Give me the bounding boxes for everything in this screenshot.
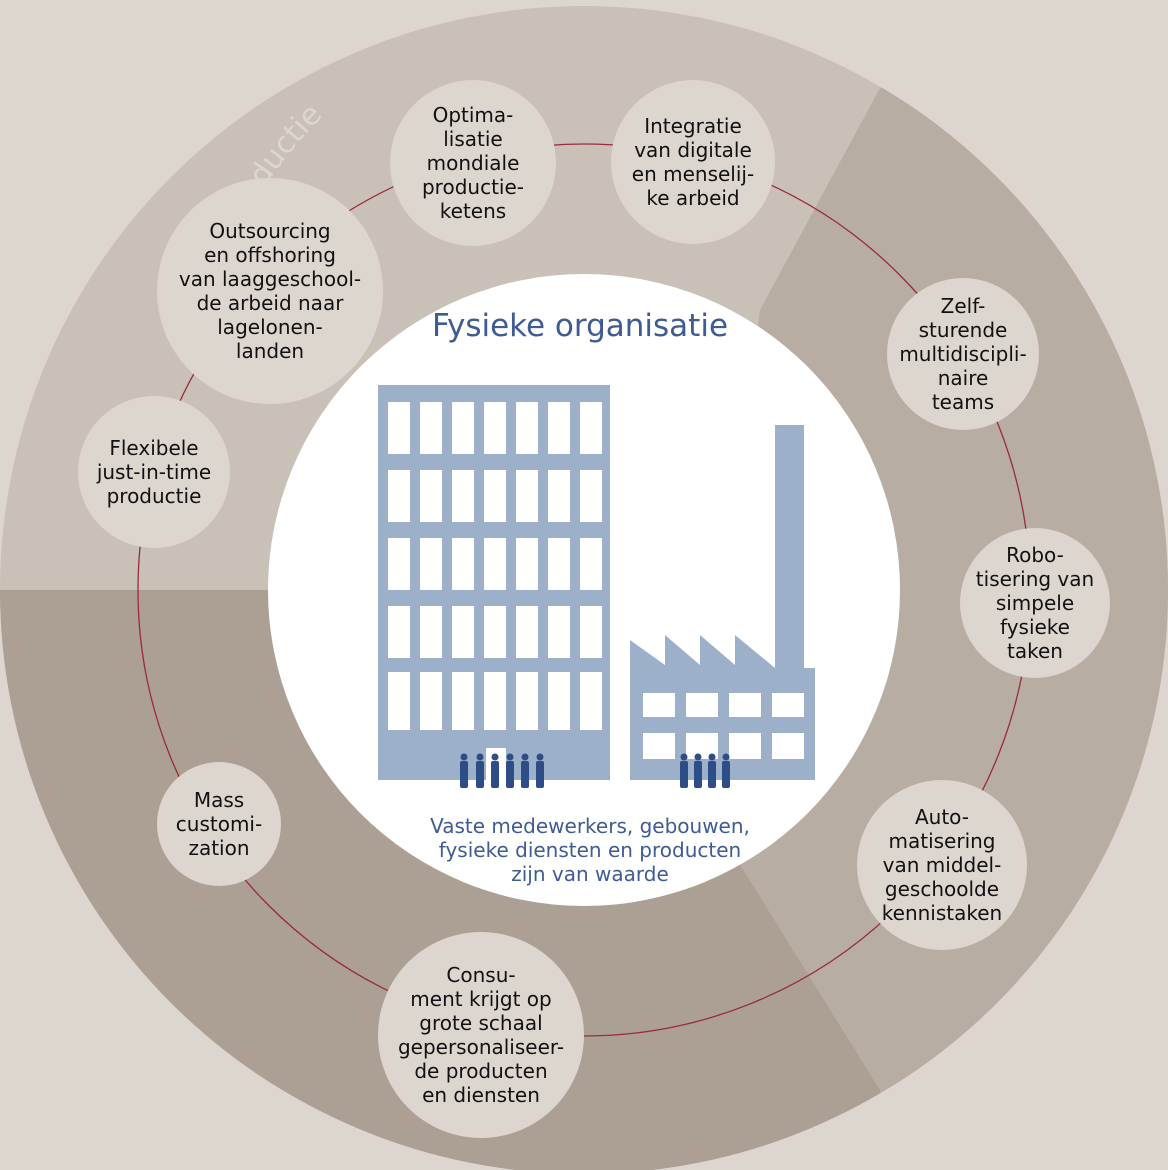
office-window xyxy=(452,402,474,454)
office-window xyxy=(452,672,474,730)
node-label: Consu- ment krijgt op grote schaal geper… xyxy=(397,963,565,1107)
node-just-in-time-production: Flexibele just-in-time productie xyxy=(78,396,230,548)
office-window xyxy=(548,672,570,730)
node-digital-human-integration: Integratie van digitale en menselij- ke … xyxy=(611,80,775,244)
person-figure xyxy=(536,753,544,788)
node-mass-customization: Mass customi- zation xyxy=(157,762,281,886)
office-window xyxy=(580,402,602,454)
center-title: Fysieke organisatie xyxy=(431,308,729,344)
node-label: Integratie van digitale en menselij- ke … xyxy=(631,114,755,210)
node-automation-knowledge-tasks: Auto- matisering van middel- geschoolde … xyxy=(857,780,1027,950)
office-window xyxy=(388,470,410,522)
person-figure xyxy=(506,753,514,788)
person-figure xyxy=(476,753,484,788)
person-figure xyxy=(680,753,688,788)
node-personalised-products: Consu- ment krijgt op grote schaal geper… xyxy=(378,932,584,1138)
office-window xyxy=(516,606,538,658)
office-window xyxy=(516,470,538,522)
people-figures xyxy=(460,753,730,788)
office-window xyxy=(452,538,474,590)
office-window xyxy=(452,606,474,658)
office-window xyxy=(484,672,506,730)
office-window xyxy=(420,538,442,590)
office-window xyxy=(580,672,602,730)
office-window xyxy=(516,538,538,590)
office-window xyxy=(548,470,570,522)
office-window xyxy=(548,402,570,454)
office-window xyxy=(484,470,506,522)
person-figure xyxy=(722,753,730,788)
node-label: Zelf- sturende multidiscipli- naire team… xyxy=(899,294,1027,414)
office-window xyxy=(388,672,410,730)
center-caption: Vaste medewerkers, gebouwen, fysieke die… xyxy=(430,814,750,886)
office-window xyxy=(580,470,602,522)
office-window xyxy=(420,672,442,730)
node-robotisation: Robo- tisering van simpele fysieke taken xyxy=(960,528,1110,678)
office-window xyxy=(516,672,538,730)
node-label: Mass customi- zation xyxy=(175,788,263,860)
node-outsourcing-offshoring: Outsourcing en offshoring van laaggescho… xyxy=(157,178,383,404)
office-window xyxy=(420,470,442,522)
person-figure xyxy=(491,753,499,788)
node-global-chain-optimisation: Optima- lisatie mondiale productie- kete… xyxy=(390,80,556,246)
office-window xyxy=(452,470,474,522)
person-figure xyxy=(460,753,468,788)
node-self-managing-teams: Zelf- sturende multidiscipli- naire team… xyxy=(887,278,1039,430)
node-label: Flexibele just-in-time productie xyxy=(96,436,212,508)
ring-segment-consumption xyxy=(0,590,880,1170)
node-label: Optima- lisatie mondiale productie- kete… xyxy=(421,103,524,223)
person-figure xyxy=(521,753,529,788)
office-window xyxy=(484,402,506,454)
person-figure xyxy=(708,753,716,788)
ring-segment-labour xyxy=(700,88,1168,1170)
office-building xyxy=(378,385,610,780)
node-label: Robo- tisering van simpele fysieke taken xyxy=(975,543,1095,663)
office-window xyxy=(516,402,538,454)
office-window xyxy=(548,538,570,590)
office-window xyxy=(484,606,506,658)
office-window xyxy=(420,402,442,454)
factory-building xyxy=(630,425,815,780)
office-window xyxy=(580,606,602,658)
node-label: Outsourcing en offshoring van laaggescho… xyxy=(178,219,362,363)
node-label: Auto- matisering van middel- geschoolde … xyxy=(881,805,1003,925)
person-figure xyxy=(694,753,702,788)
office-window xyxy=(484,538,506,590)
office-window xyxy=(388,402,410,454)
office-window xyxy=(548,606,570,658)
office-window xyxy=(420,606,442,658)
office-window xyxy=(580,538,602,590)
office-window xyxy=(388,606,410,658)
office-window xyxy=(388,538,410,590)
